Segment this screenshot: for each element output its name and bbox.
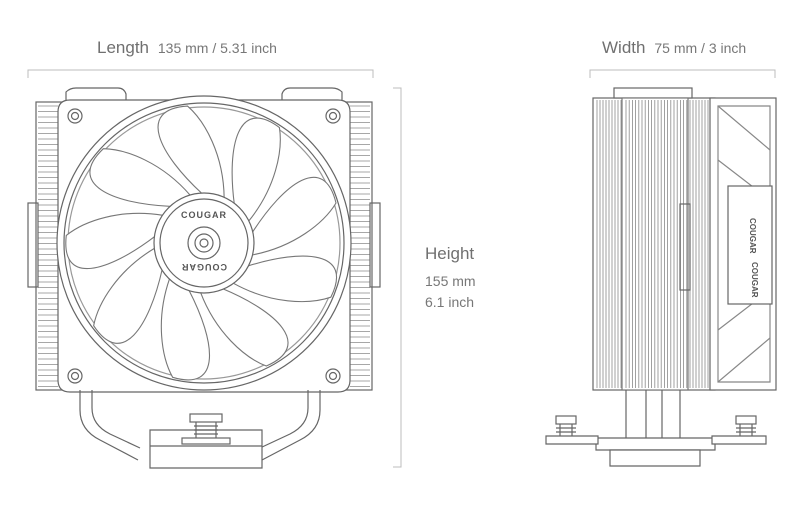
fan-blade [157,105,225,199]
height-value-inch: 6.1 inch [425,294,475,310]
hub-logo-bottom: COUGAR [181,262,227,272]
side-fan-clip [679,203,691,291]
fan-blade [89,148,192,207]
left-fan-clip [27,202,39,288]
fan-blade [93,247,163,344]
side-base [545,390,767,467]
front-view: COUGAR COUGAR [27,87,381,469]
side-logo-top: COUGAR [748,218,757,254]
width-title: Width [602,38,646,57]
fan-blade [160,277,211,381]
fan-hub [153,192,255,294]
fan-blade [251,176,337,256]
fan-frame-screws [67,108,341,384]
front-base-block [149,429,263,469]
length-label: Length 135 mm / 5.31 inch [97,38,277,58]
fan-blades [65,105,338,381]
width-value: 75 mm / 3 inch [654,40,747,56]
top-right-bump [281,87,343,102]
fan-hub-ring [159,198,249,288]
length-title: Length [97,38,149,57]
side-top-cap [613,87,693,99]
height-title: Height [425,244,475,263]
fan-blade [232,255,338,303]
fan-blade [231,117,281,223]
length-value: 135 mm / 5.31 inch [157,40,277,56]
fan-blade [65,212,164,270]
right-fan-clip [369,202,381,288]
width-dimension-line [589,69,776,78]
dimension-lines [27,69,776,468]
length-dimension-line [27,69,374,78]
fan-hub-cap [194,233,214,253]
mount-spring [181,413,231,445]
side-logo-bottom: COUGAR [750,262,759,298]
fan-hub-center [187,226,221,260]
side-fan-hub [727,185,773,305]
front-heatpipes [79,390,321,461]
hub-logo-top: COUGAR [181,210,227,220]
side-view: COUGAR COUGAR [545,87,777,467]
height-value-mm: 155 mm [425,273,476,289]
width-label: Width 75 mm / 3 inch [602,38,746,58]
fan-blade [199,287,289,367]
fan-inner-ring [63,102,345,384]
top-left-bump [65,87,127,102]
height-dimension-line [393,87,402,468]
fan-hub-dot [199,238,209,248]
